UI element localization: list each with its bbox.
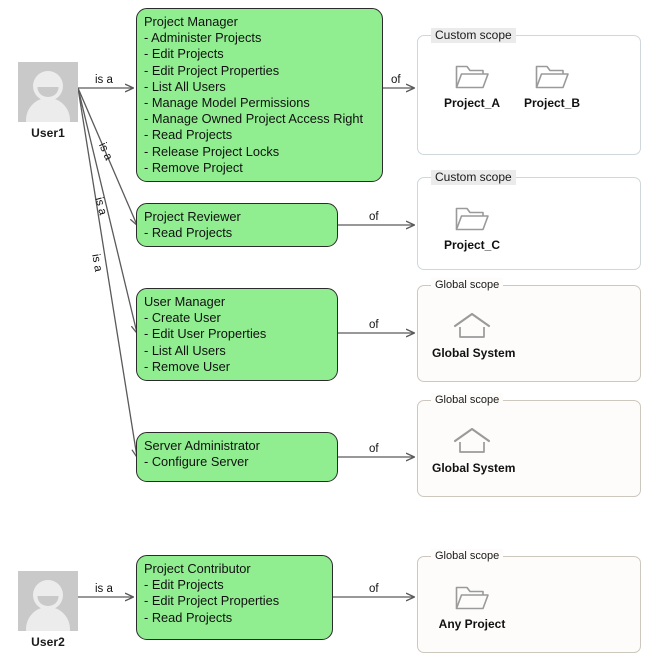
role-box-project-contributor[interactable]: Project Contributor - Edit Projects - Ed… <box>136 555 333 640</box>
role-permission-list: - Create User - Edit User Properties - L… <box>144 310 329 375</box>
permission-item: - Edit User Properties <box>144 326 267 342</box>
user-avatar-icon <box>18 571 78 631</box>
role-box-project-reviewer[interactable]: Project Reviewer - Read Projects <box>136 203 338 247</box>
role-title: Server Administrator <box>144 438 260 453</box>
role-permission-list: - Configure Server <box>144 454 329 470</box>
permission-item: - Administer Projects <box>144 30 262 46</box>
scope-legend: Custom scope <box>431 28 516 43</box>
scope-item-any-project[interactable]: Any Project <box>432 579 512 631</box>
permission-item: - Release Project Locks <box>144 143 280 159</box>
permission-item: - Edit Project Properties <box>144 62 280 78</box>
folder-icon <box>512 58 592 94</box>
role-title: User Manager <box>144 294 226 309</box>
role-title: Project Manager <box>144 14 238 29</box>
folder-icon <box>432 200 512 236</box>
edge-label-of-user-manager: of <box>369 319 379 331</box>
permission-item: - Edit Project Properties <box>144 593 280 609</box>
scope-box-custom-c[interactable]: Custom scope Project_C <box>417 170 641 270</box>
scope-item-project-b[interactable]: Project_B <box>512 58 592 110</box>
actor-user1-label: User1 <box>31 126 65 140</box>
scope-item-label: Any Project <box>438 617 506 631</box>
scope-legend: Global scope <box>431 549 504 564</box>
edge-label-of-project-reviewer: of <box>369 211 379 223</box>
edge-label-is-a-project-reviewer: is a <box>96 141 115 163</box>
scope-legend: Custom scope <box>431 170 516 185</box>
scope-item-label: Project_B <box>523 96 581 110</box>
role-box-user-manager[interactable]: User Manager - Create User - Edit User P… <box>136 288 338 381</box>
scope-item-project-a[interactable]: Project_A <box>432 58 512 110</box>
actor-user1[interactable]: User1 <box>18 62 78 140</box>
permission-item: - Configure Server <box>144 454 249 470</box>
scope-item-label: Global System <box>432 346 516 360</box>
permission-item: - Manage Model Permissions <box>144 95 310 111</box>
edge-label-is-a-project-contributor: is a <box>95 583 113 595</box>
role-title: Project Contributor <box>144 561 251 576</box>
permission-item: - Read Projects <box>144 127 233 143</box>
role-box-project-manager[interactable]: Project Manager - Administer Projects - … <box>136 8 383 182</box>
edge-label-of-project-manager: of <box>391 74 401 86</box>
permission-item: - List All Users <box>144 342 226 358</box>
edge-label-of-project-contributor: of <box>369 583 379 595</box>
scope-box-global-system-1[interactable]: Global scope Global System <box>417 278 641 382</box>
permission-item: - Remove User <box>144 358 231 374</box>
user-avatar-icon <box>18 62 78 122</box>
scope-item-label: Project_A <box>443 96 501 110</box>
scope-box-global-any-project[interactable]: Global scope Any Project <box>417 549 641 653</box>
scope-item-project-c[interactable]: Project_C <box>432 200 512 252</box>
role-permission-list: - Administer Projects - Edit Projects - … <box>144 30 374 176</box>
permission-item: - Read Projects <box>144 609 233 625</box>
scope-box-global-system-2[interactable]: Global scope Global System <box>417 393 641 497</box>
permission-item: - Manage Owned Project Access Right <box>144 111 364 127</box>
permission-item: - Read Projects <box>144 225 233 241</box>
scope-item-global-system[interactable]: Global System <box>432 308 516 360</box>
scope-item-label: Project_C <box>443 238 501 252</box>
scope-legend: Global scope <box>431 278 504 293</box>
home-icon <box>432 423 512 459</box>
edge-label-is-a-project-manager: is a <box>95 74 113 86</box>
actor-user2[interactable]: User2 <box>18 571 78 649</box>
edge-label-of-server-administrator: of <box>369 443 379 455</box>
scope-item-global-system[interactable]: Global System <box>432 423 516 475</box>
edge-label-is-a-server-administrator: is a <box>89 253 105 273</box>
scope-item-label: Global System <box>432 461 516 475</box>
folder-icon <box>432 58 512 94</box>
permission-item: - List All Users <box>144 78 226 94</box>
role-permission-list: - Read Projects <box>144 225 329 241</box>
edge-label-is-a-user-manager: is a <box>92 196 109 217</box>
permission-item: - Edit Projects <box>144 46 224 62</box>
scope-box-custom-ab[interactable]: Custom scope Project_A Pro <box>417 28 641 155</box>
role-title: Project Reviewer <box>144 209 241 224</box>
permission-item: - Remove Project <box>144 159 243 175</box>
folder-icon <box>432 579 512 615</box>
scope-legend: Global scope <box>431 393 504 408</box>
permission-item: - Edit Projects <box>144 577 224 593</box>
home-icon <box>432 308 512 344</box>
actor-user2-label: User2 <box>31 635 65 649</box>
role-box-server-administrator[interactable]: Server Administrator - Configure Server <box>136 432 338 482</box>
permission-item: - Create User <box>144 310 221 326</box>
role-permission-list: - Edit Projects - Edit Project Propertie… <box>144 577 324 626</box>
